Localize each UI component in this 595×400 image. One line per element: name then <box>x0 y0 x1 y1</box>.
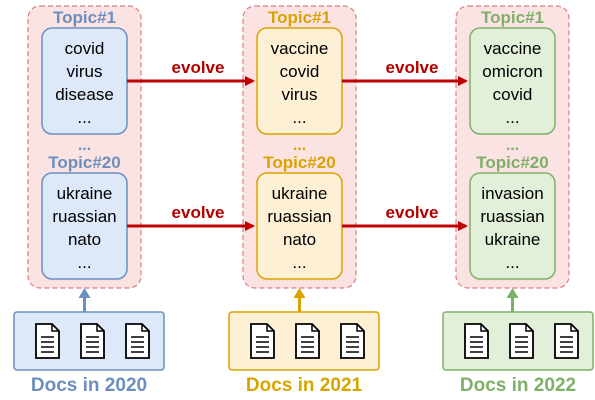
topic-word: ukraine <box>272 184 328 203</box>
topic-word: ... <box>77 253 91 272</box>
topic-word: omicron <box>482 62 542 81</box>
document-icon <box>125 323 150 359</box>
topic-label: Topic#20 <box>263 153 335 172</box>
topic-word: covid <box>280 62 320 81</box>
topic-label: Topic#20 <box>48 153 120 172</box>
up-arrow-head <box>78 288 91 298</box>
topic-box <box>469 27 556 135</box>
evolve-label: evolve <box>172 58 225 77</box>
document-icon <box>80 323 105 359</box>
topic-word: ruassian <box>52 207 116 226</box>
topic-label: Topic#20 <box>476 153 548 172</box>
topic-word: nato <box>68 230 101 249</box>
topic-word: ... <box>505 253 519 272</box>
docs-year-label: Docs in 2022 <box>460 375 576 396</box>
document-icon <box>554 323 579 359</box>
topic-word: covid <box>65 39 105 58</box>
topic-word: nato <box>283 230 316 249</box>
topic-word: ruassian <box>480 207 544 226</box>
topic-word: ... <box>77 108 91 127</box>
document-icon <box>340 323 365 359</box>
document-icon <box>250 323 275 359</box>
topic-word: virus <box>282 85 318 104</box>
topic-word: vaccine <box>484 39 542 58</box>
topic-word: ... <box>292 253 306 272</box>
evolve-label: evolve <box>386 203 439 222</box>
evolve-label: evolve <box>386 58 439 77</box>
topic-label: Topic#1 <box>53 8 116 27</box>
up-arrow-head <box>293 288 306 298</box>
docs-year-label: Docs in 2021 <box>246 375 363 396</box>
topic-word: invasion <box>481 184 543 203</box>
document-icon <box>35 323 60 359</box>
topic-word: ukraine <box>57 184 113 203</box>
ellipsis: ... <box>293 137 306 154</box>
topic-word: ruassian <box>267 207 331 226</box>
topic-label: Topic#1 <box>481 8 544 27</box>
topic-word: ... <box>505 108 519 127</box>
evolve-label: evolve <box>172 203 225 222</box>
document-icon <box>509 323 534 359</box>
topic-word: ukraine <box>485 230 541 249</box>
topic-word: ... <box>292 108 306 127</box>
ellipsis: ... <box>78 137 91 154</box>
up-arrow-head <box>506 288 519 298</box>
topic-label: Topic#1 <box>268 8 331 27</box>
document-icon <box>295 323 320 359</box>
ellipsis: ... <box>506 137 519 154</box>
topic-word: virus <box>67 62 103 81</box>
topic-word: vaccine <box>271 39 329 58</box>
topic-word: covid <box>493 85 533 104</box>
topic-box <box>469 172 556 280</box>
topic-word: disease <box>55 85 114 104</box>
docs-year-label: Docs in 2020 <box>31 375 147 396</box>
document-icon <box>464 323 489 359</box>
